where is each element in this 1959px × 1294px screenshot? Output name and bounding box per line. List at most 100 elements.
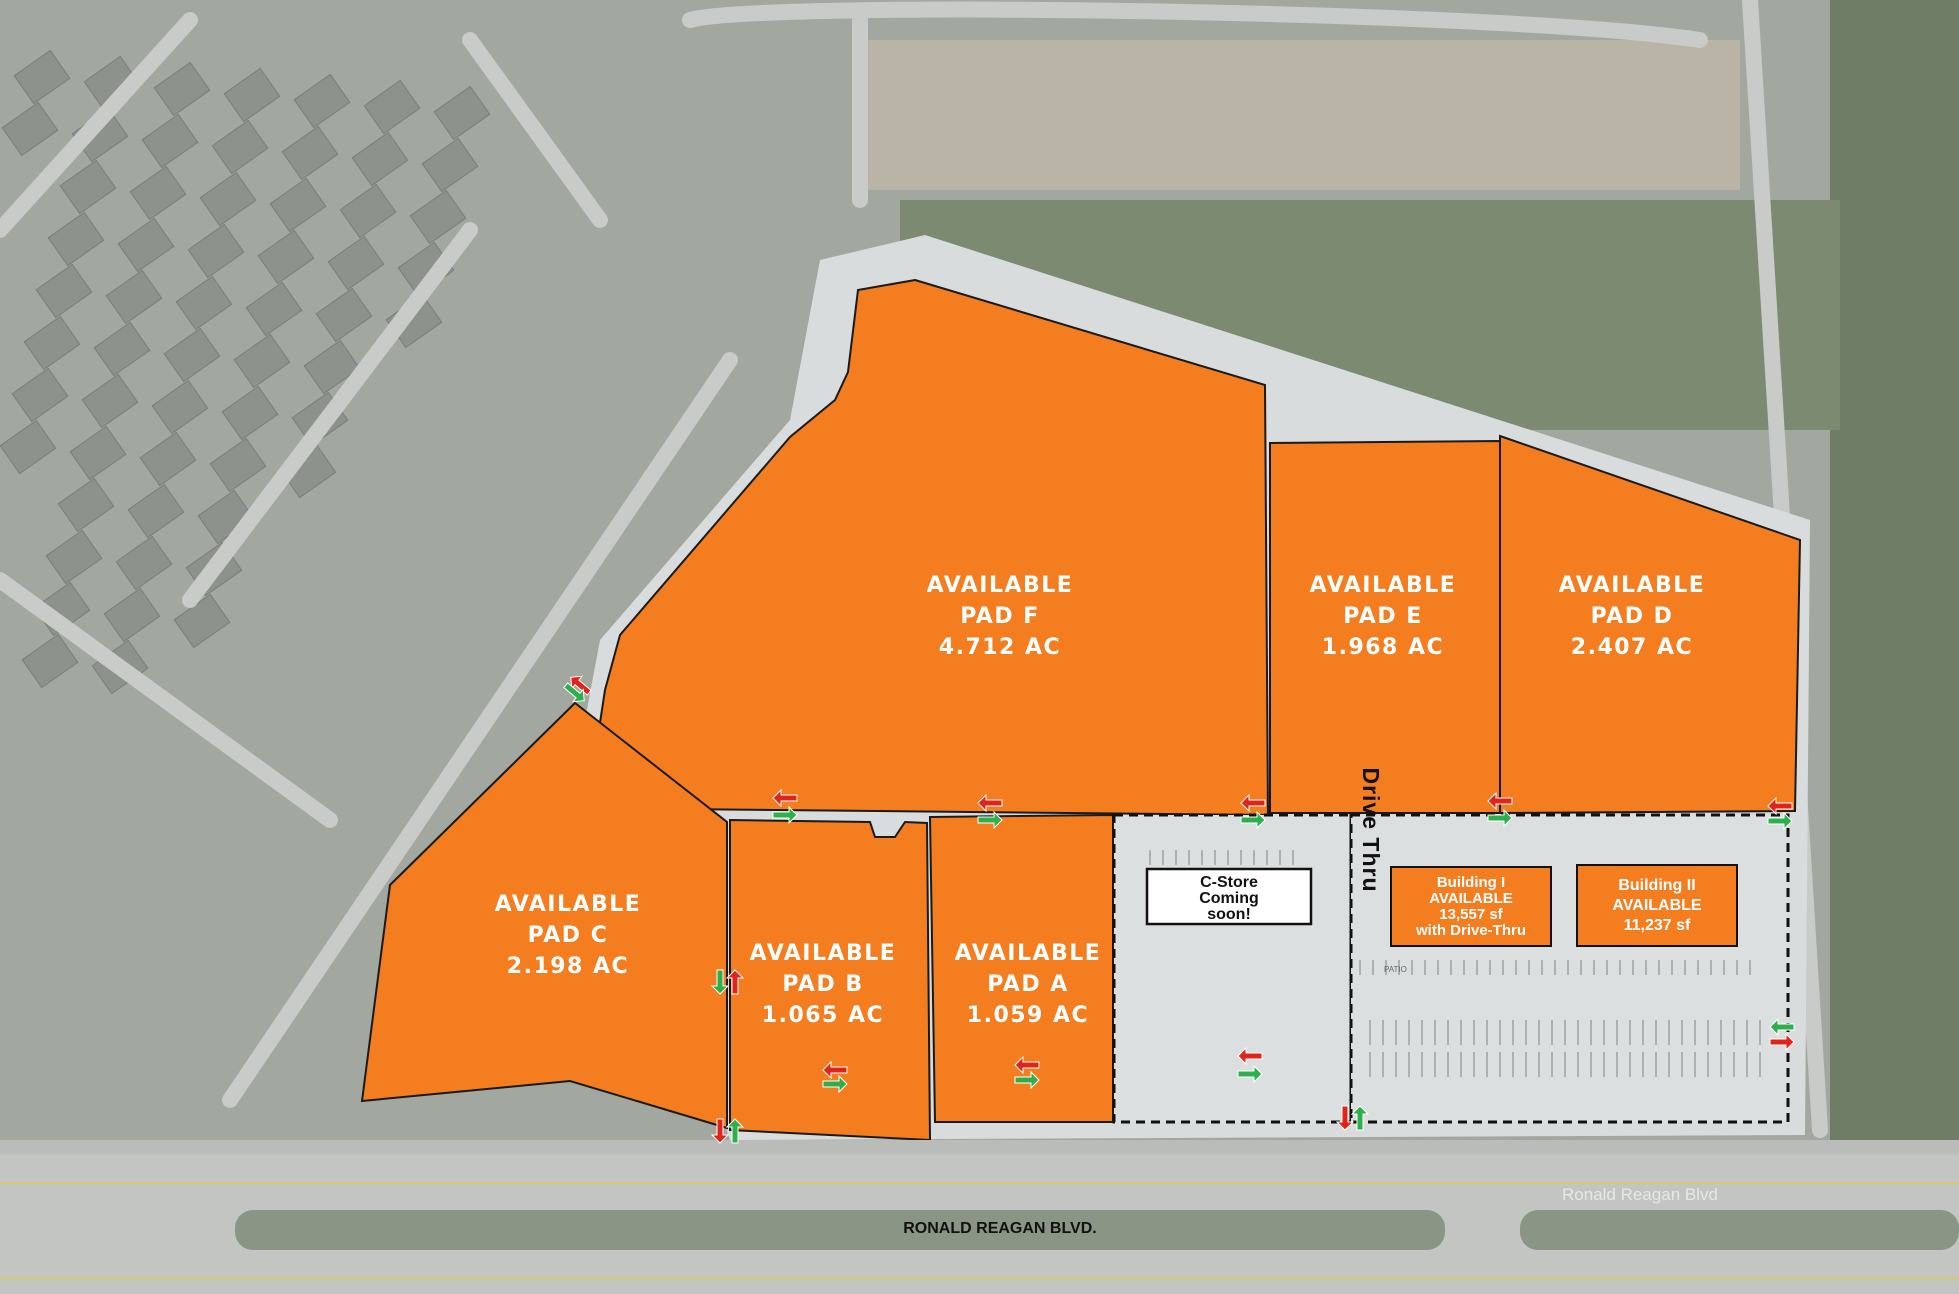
house bbox=[245, 281, 303, 337]
house bbox=[339, 183, 397, 239]
svg-text:PAD D: PAD D bbox=[1591, 604, 1674, 629]
building-2 bbox=[1576, 864, 1738, 947]
pad-d-label: AVAILABLE PAD D 2.407 AC bbox=[1559, 573, 1706, 660]
svg-text:PAD B: PAD B bbox=[782, 972, 863, 997]
map-street-label: Ronald Reagan Blvd bbox=[1562, 1185, 1718, 1204]
house bbox=[363, 79, 421, 135]
cstore-line-2: Coming bbox=[1199, 890, 1259, 907]
diagonal-street bbox=[462, 32, 608, 228]
svg-text:PAD E: PAD E bbox=[1343, 604, 1423, 629]
parking-stripes bbox=[1149, 850, 1761, 1077]
entry-arrow-icon bbox=[1240, 810, 1266, 830]
svg-text:1.065 AC: 1.065 AC bbox=[762, 1003, 884, 1028]
street-name-label: RONALD REAGAN BLVD. bbox=[903, 1220, 1096, 1237]
cross-street-2 bbox=[0, 572, 338, 828]
house bbox=[327, 235, 385, 291]
road-median-right bbox=[1520, 1210, 1959, 1250]
svg-text:1.968 AC: 1.968 AC bbox=[1322, 635, 1444, 660]
svg-text:2.198 AC: 2.198 AC bbox=[507, 954, 629, 979]
building-1-status: AVAILABLE bbox=[1429, 890, 1513, 907]
arterial-street bbox=[222, 352, 738, 1108]
svg-text:AVAILABLE: AVAILABLE bbox=[750, 941, 897, 966]
house bbox=[315, 287, 373, 343]
house bbox=[187, 223, 245, 279]
house bbox=[103, 587, 161, 643]
house bbox=[421, 137, 479, 193]
pad-a-parcel bbox=[928, 813, 1114, 1123]
svg-text:PAD C: PAD C bbox=[528, 923, 609, 948]
svg-text:PAD A: PAD A bbox=[987, 972, 1069, 997]
house bbox=[293, 73, 351, 129]
pad-a-label: AVAILABLE PAD A 1.059 AC bbox=[955, 941, 1102, 1028]
svg-text:2.407 AC: 2.407 AC bbox=[1571, 635, 1693, 660]
pad-b-parcel bbox=[729, 818, 932, 1142]
house bbox=[141, 113, 199, 169]
house bbox=[163, 327, 221, 383]
house bbox=[1, 101, 59, 157]
exit-arrow-icon bbox=[1487, 791, 1513, 811]
building-1 bbox=[1390, 866, 1552, 947]
pad-c-label: AVAILABLE PAD C 2.198 AC bbox=[495, 892, 640, 979]
pad-e-label: AVAILABLE PAD E 1.968 AC bbox=[1310, 573, 1455, 660]
building-2-status: AVAILABLE bbox=[1612, 897, 1702, 914]
svg-text:AVAILABLE: AVAILABLE bbox=[1559, 573, 1706, 598]
cstore-building bbox=[1145, 867, 1313, 926]
house bbox=[151, 379, 209, 435]
building-1-name: Building I bbox=[1437, 874, 1505, 891]
house bbox=[223, 67, 281, 123]
house bbox=[199, 171, 257, 227]
road-median bbox=[235, 1210, 1445, 1250]
house bbox=[221, 385, 279, 441]
house bbox=[115, 535, 173, 591]
patio-label: PATIO bbox=[1384, 965, 1407, 974]
exit-arrow-icon bbox=[725, 969, 745, 995]
house bbox=[129, 165, 187, 221]
house bbox=[281, 125, 339, 181]
entry-arrow-icon bbox=[710, 969, 730, 995]
access-arrows bbox=[563, 675, 1795, 1144]
cstore-line-1: C-Store bbox=[1200, 874, 1258, 891]
entry-arrow-icon bbox=[772, 805, 798, 825]
svg-text:4.712 AC: 4.712 AC bbox=[939, 635, 1061, 660]
entry-arrow-icon bbox=[1769, 1017, 1795, 1037]
exit-arrow-icon bbox=[1240, 793, 1266, 813]
exit-arrow-icon bbox=[822, 1060, 848, 1080]
house bbox=[153, 61, 211, 117]
exit-arrow-icon bbox=[1767, 796, 1793, 816]
cstore-parcel-boundary bbox=[1112, 813, 1353, 1124]
svg-text:AVAILABLE: AVAILABLE bbox=[955, 941, 1102, 966]
entry-arrow-icon bbox=[822, 1074, 848, 1094]
pad-f-label: AVAILABLE PAD F 4.712 AC bbox=[927, 573, 1074, 660]
house bbox=[209, 437, 267, 493]
exit-arrow-icon bbox=[977, 793, 1003, 813]
residential-houses bbox=[0, 49, 491, 695]
entry-arrow-icon bbox=[1487, 808, 1513, 828]
building-1-area: 13,557 sf bbox=[1439, 906, 1503, 923]
svg-text:AVAILABLE: AVAILABLE bbox=[927, 573, 1074, 598]
shopping-center-parcel-boundary bbox=[1349, 813, 1790, 1124]
house bbox=[105, 269, 163, 325]
house bbox=[409, 189, 467, 245]
exit-arrow-icon bbox=[1769, 1032, 1795, 1052]
cstore-line-3: soon! bbox=[1207, 906, 1251, 923]
house bbox=[93, 321, 151, 377]
house bbox=[45, 529, 103, 585]
building-1-note: with Drive-Thru bbox=[1415, 922, 1526, 939]
exit-arrow-icon bbox=[570, 675, 592, 696]
entry-arrow-icon bbox=[1767, 811, 1793, 831]
exit-arrow-icon bbox=[772, 788, 798, 808]
pad-b-label: AVAILABLE PAD B 1.065 AC bbox=[750, 941, 897, 1028]
pad-c-parcel bbox=[360, 701, 728, 1130]
curved-street bbox=[0, 12, 198, 238]
house bbox=[139, 431, 197, 487]
tree-belt-right bbox=[1830, 0, 1959, 1150]
house bbox=[257, 229, 315, 285]
house bbox=[21, 633, 79, 689]
house bbox=[23, 315, 81, 371]
house bbox=[117, 217, 175, 273]
entry-arrow-icon bbox=[1014, 1070, 1040, 1090]
north-road bbox=[682, 1, 1708, 48]
entry-arrow-icon bbox=[1237, 1064, 1263, 1084]
entry-arrow-icon bbox=[1350, 1105, 1370, 1131]
